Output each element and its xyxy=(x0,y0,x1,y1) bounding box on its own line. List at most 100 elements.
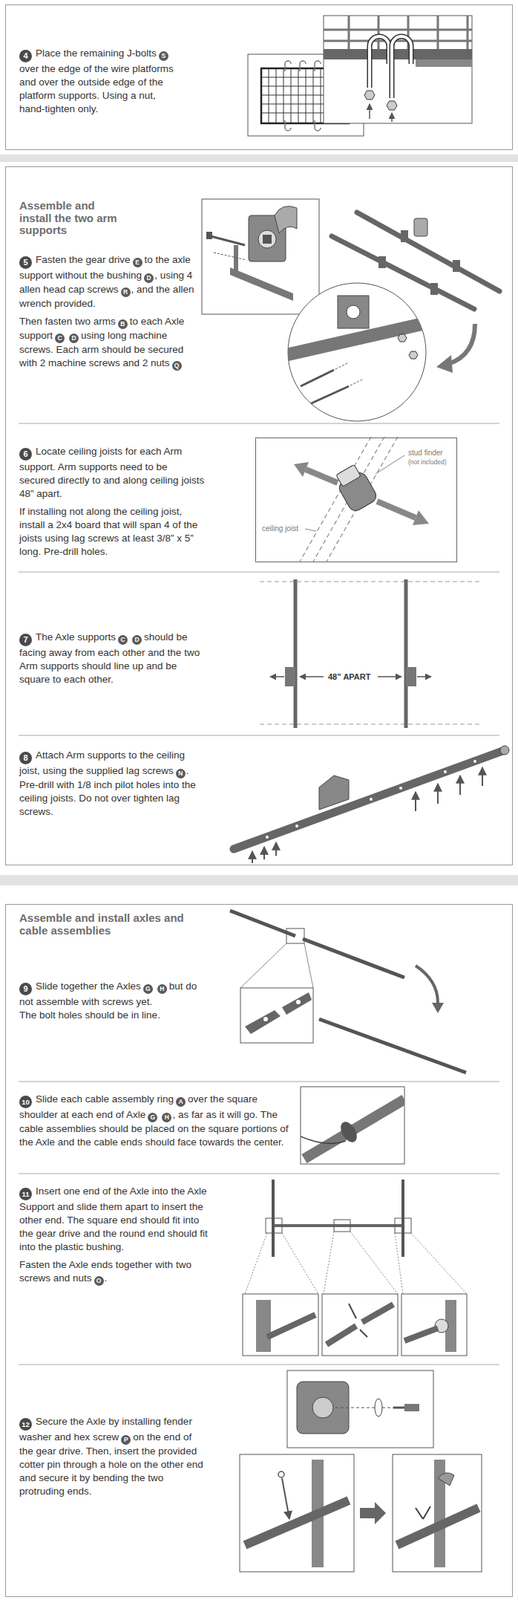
cable-ring-figure xyxy=(304,1098,405,1158)
step-paragraph: 11Insert one end of the Axle into the Ax… xyxy=(19,1183,209,1253)
step-block: 8Attach Arm supports to the ceiling jois… xyxy=(19,748,205,818)
axle-install-figure xyxy=(273,1178,403,1256)
arm-support-parts xyxy=(414,218,428,236)
part-callout: D xyxy=(132,634,142,645)
stud-finder-figure xyxy=(293,461,309,477)
axle-secure-figure xyxy=(393,1405,405,1408)
axle-install-figure xyxy=(362,1303,394,1321)
panel-gap-band xyxy=(0,154,518,885)
axle-secure-figure xyxy=(282,1476,290,1518)
step-paragraph: 8Attach Arm supports to the ceiling jois… xyxy=(19,748,205,818)
step-text: Slide together the Axles xyxy=(35,979,142,991)
step-text: over the edge of the wire platforms and … xyxy=(19,63,174,115)
arm-install-figure xyxy=(459,774,461,795)
j-bolt-detail xyxy=(323,15,472,49)
axle-install-figure xyxy=(265,1217,412,1232)
gear-drive-figure xyxy=(201,198,320,314)
arm-layout-figure xyxy=(295,578,406,728)
arm-mount-detail xyxy=(408,351,418,359)
part-callout: A xyxy=(175,1096,186,1106)
step-number: 4 xyxy=(19,49,32,63)
arm-layout-figure xyxy=(270,675,285,677)
cable-ring-figure xyxy=(300,1098,405,1158)
arm-mount-detail xyxy=(282,282,446,421)
axle-figure xyxy=(230,909,467,1072)
part-callout: C xyxy=(117,634,128,645)
dimension-label: 48” APART xyxy=(325,670,373,682)
j-bolt-detail xyxy=(391,36,412,98)
arm-install-figure xyxy=(251,850,254,863)
j-bolt-detail xyxy=(323,15,472,124)
arm-layout-figure xyxy=(259,581,480,724)
step-paragraph: The bolt holes should be in line. xyxy=(19,1007,205,1022)
arm-install-figure xyxy=(233,749,505,849)
step-divider xyxy=(18,1363,500,1365)
step-text: The Axle supports xyxy=(35,630,116,642)
step-text: Insert one end of the Axle into the Axle… xyxy=(19,1184,208,1252)
axle-install-figure xyxy=(401,1292,467,1355)
gear-drive-figure xyxy=(274,206,297,234)
step-text: Locate ceiling joists for each Arm suppo… xyxy=(19,445,205,499)
step-text: Place the remaining J-bolts xyxy=(35,47,157,59)
step-number: 11 xyxy=(19,1186,32,1200)
step-block: 10Slide each cable assembly ringAover th… xyxy=(19,1091,294,1149)
arm-install-figure xyxy=(473,759,477,763)
axle-secure-figure xyxy=(374,1397,383,1416)
gear-drive-figure xyxy=(201,198,320,314)
step-block: 9Slide together the AxlesGHbut do not as… xyxy=(19,978,205,1022)
arm-mount-detail xyxy=(335,362,349,369)
axle-install-figure xyxy=(242,1178,467,1355)
axle-install-figure xyxy=(333,1218,351,1231)
axle-install-figure xyxy=(242,1292,467,1355)
step-number: 7 xyxy=(19,633,32,646)
step-paragraph: Then fasten two armsBto each Axle suppor… xyxy=(19,314,198,371)
part-callout: P xyxy=(120,1433,131,1444)
axle-figure xyxy=(244,1009,281,1034)
j-bolt-detail xyxy=(391,112,393,122)
stud-finder-figure xyxy=(412,509,429,525)
inset-label: stud finder xyxy=(408,448,444,458)
step-divider xyxy=(18,423,500,424)
axle-secure-figure xyxy=(239,1453,354,1571)
arm-support-parts xyxy=(400,230,409,242)
part-callout: G xyxy=(147,1111,158,1122)
step-divider xyxy=(18,571,500,573)
j-bolt-detail xyxy=(415,59,472,67)
part-callout: N xyxy=(175,768,186,778)
j-bolt-detail xyxy=(323,15,472,124)
step-paragraph: 6Locate ceiling joists for each Arm supp… xyxy=(19,444,205,501)
step-block: 4Place the remaining J-boltsSover the ed… xyxy=(19,46,176,116)
cable-ring-figure xyxy=(337,1118,361,1145)
step-number: 9 xyxy=(19,981,32,995)
arm-mount-detail xyxy=(350,378,364,386)
step-divider xyxy=(18,734,500,736)
arm-install-figure xyxy=(275,841,277,855)
axle-figure xyxy=(431,1001,444,1013)
inset-label: (not included) xyxy=(408,457,447,466)
arm-install-figure xyxy=(265,834,269,838)
axle-figure xyxy=(415,964,438,1002)
axle-install-figure xyxy=(256,1298,271,1351)
axle-secure-figure xyxy=(239,1369,482,1571)
arm-layout-figure xyxy=(377,675,402,677)
axle-figure xyxy=(319,1018,467,1072)
step-divider xyxy=(18,423,500,1364)
instruction-panel: stud finder(not included)ceiling joistAs… xyxy=(5,166,513,865)
step-number: 6 xyxy=(19,447,32,461)
axle-secure-figure xyxy=(437,1471,455,1485)
step-block: 7The Axle supportsCDshould be facing awa… xyxy=(19,630,205,686)
stud-finder-figure xyxy=(305,528,317,531)
step-paragraph: If installing not along the ceiling jois… xyxy=(19,504,205,559)
gear-drive-figure xyxy=(206,231,213,239)
step-text: The bolt holes should be in line. xyxy=(19,1008,161,1020)
arm-mount-detail xyxy=(300,369,334,386)
arm-install-figure xyxy=(319,774,349,809)
axle-secure-figure xyxy=(278,1470,285,1477)
gear-drive-figure xyxy=(210,235,245,245)
arm-support-parts xyxy=(448,323,475,364)
arm-install-figure xyxy=(233,745,510,863)
step-divider xyxy=(18,1080,500,1082)
step-number: 12 xyxy=(19,1416,32,1430)
axle-install-figure xyxy=(322,1292,398,1355)
